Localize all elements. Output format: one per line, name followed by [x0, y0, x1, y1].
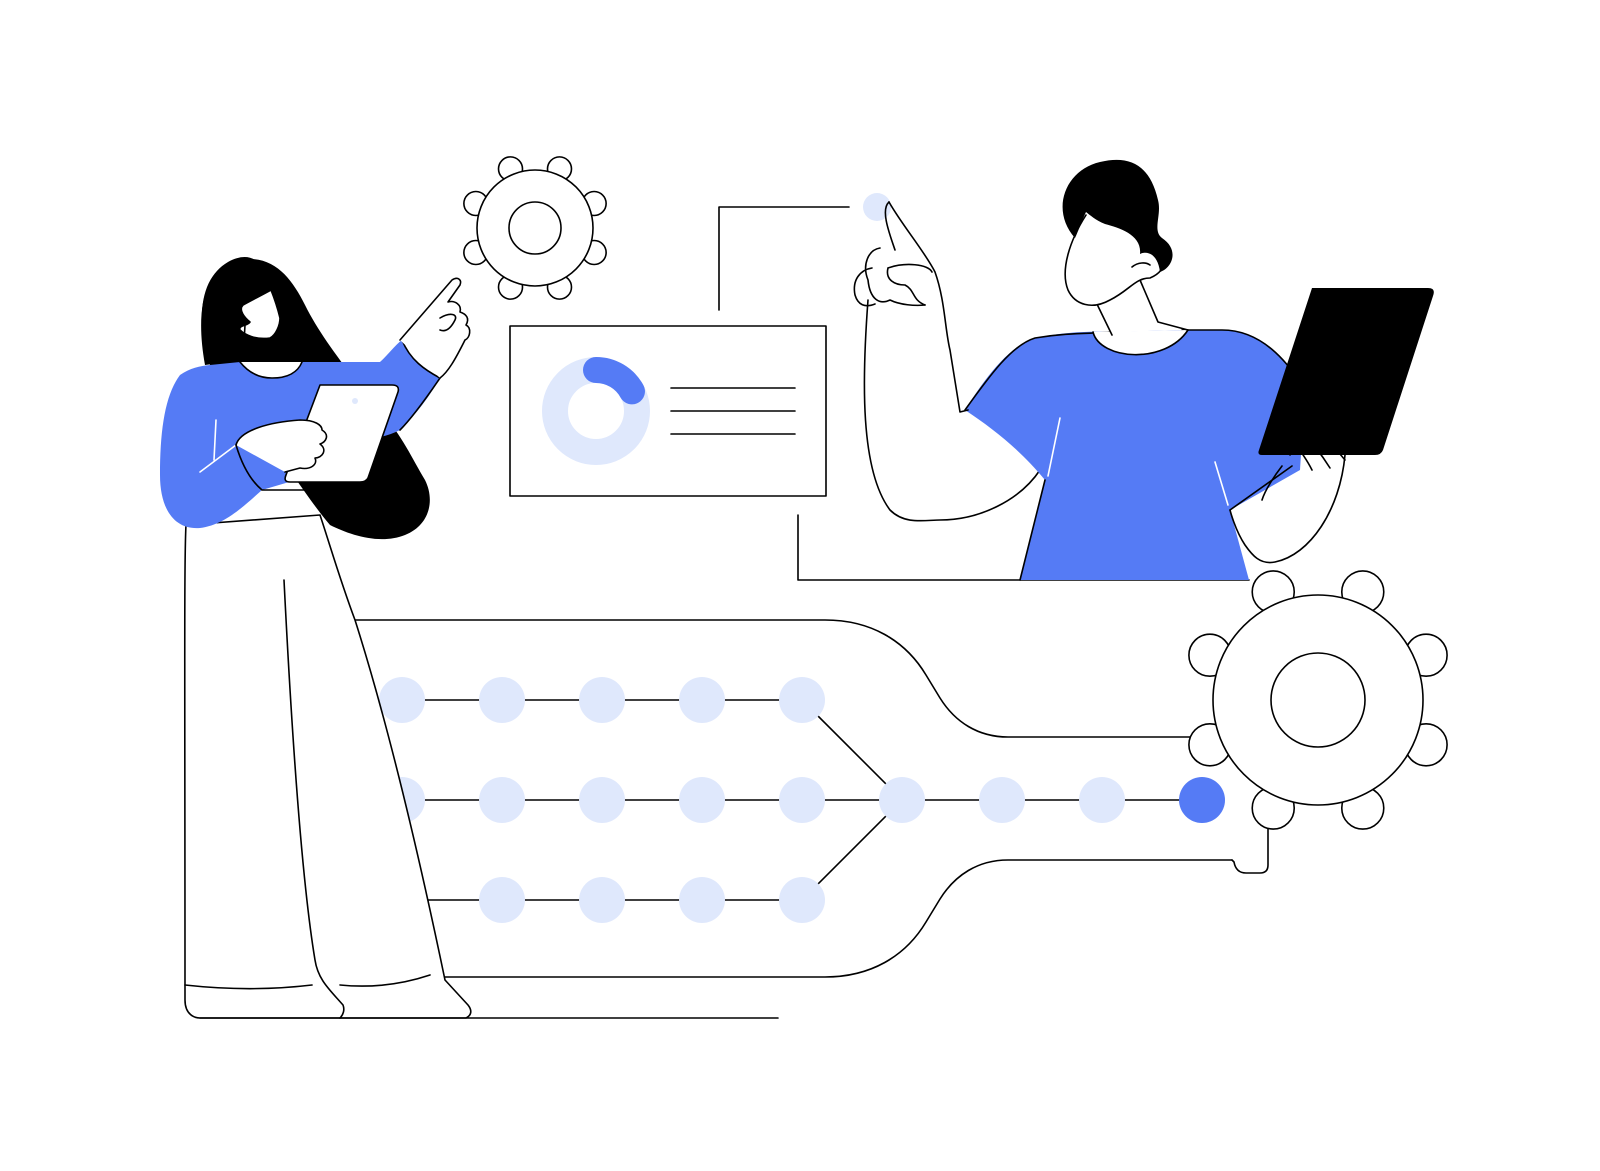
pipeline-node: [579, 677, 625, 723]
pipeline-node: [579, 877, 625, 923]
woman-figure: [160, 257, 779, 1019]
pipeline-node: [679, 677, 725, 723]
gear-icon: [463, 156, 607, 300]
pipeline-node: [479, 877, 525, 923]
pipeline-node: [979, 777, 1025, 823]
pipeline-node: [1079, 777, 1125, 823]
pipeline-node: [779, 777, 825, 823]
pipeline-node: [679, 877, 725, 923]
man-figure: [853, 159, 1434, 581]
tablet-icon: [1258, 288, 1434, 455]
pipeline-nodes: [379, 677, 1225, 923]
dashboard-card: [509, 325, 827, 497]
pipeline-node: [679, 777, 725, 823]
pipeline-node: [779, 877, 825, 923]
pipeline-node: [879, 777, 925, 823]
pipeline-node: [379, 677, 425, 723]
gear-icon: [1188, 570, 1448, 830]
touch-point: [863, 193, 891, 221]
pipeline-node: [779, 677, 825, 723]
donut-chart-icon: [542, 357, 650, 465]
text-placeholder-lines: [670, 387, 796, 435]
pipeline-node-active: [1179, 777, 1225, 823]
pipeline-node: [579, 777, 625, 823]
pipeline-node: [479, 677, 525, 723]
pipeline-node: [479, 777, 525, 823]
